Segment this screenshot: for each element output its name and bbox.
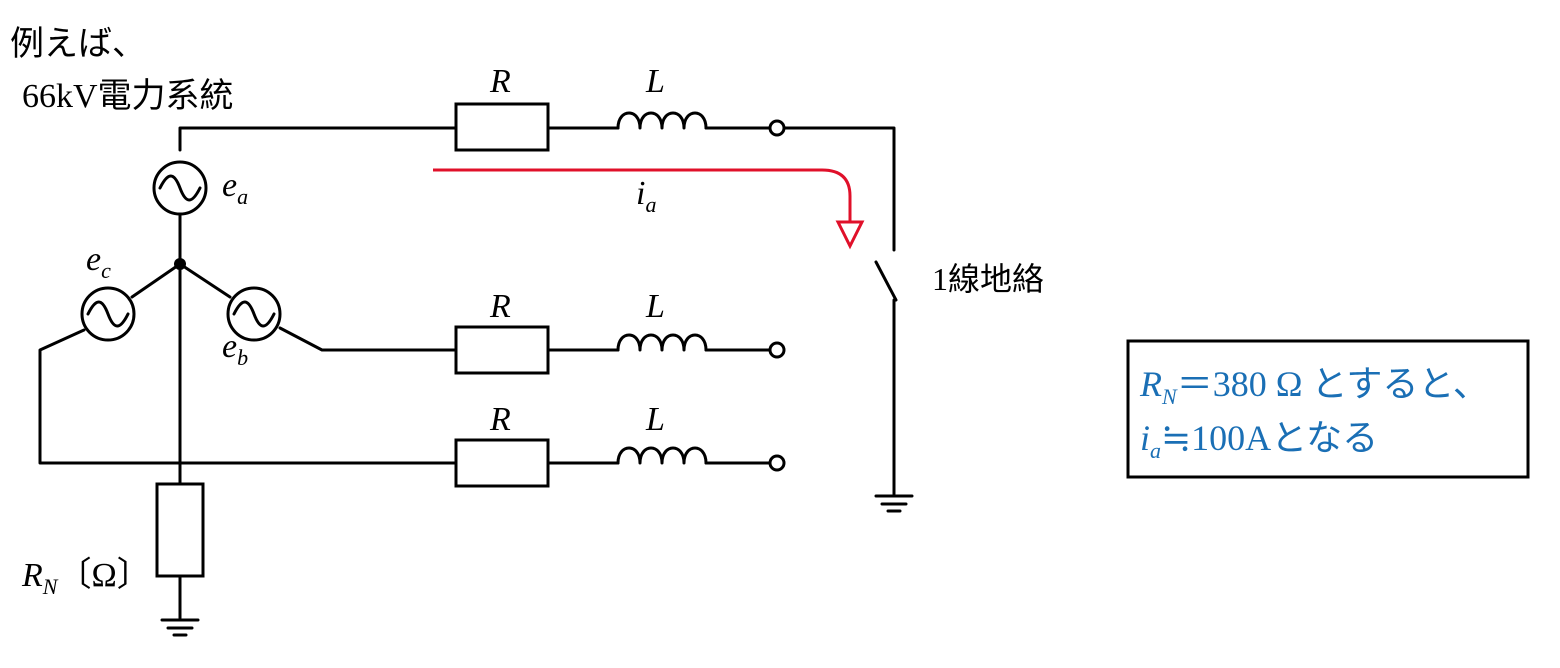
label-ea: ea xyxy=(222,167,248,209)
wire-phase-b xyxy=(178,262,772,352)
resistor-c xyxy=(454,438,550,488)
label-ia: ia xyxy=(636,175,656,217)
header-line-1: 例えば、 xyxy=(10,26,146,63)
note-line-1: RN＝380 Ω とすると、 xyxy=(1139,364,1489,409)
label-ec: ec xyxy=(86,241,111,283)
note-line-2: ia≒100Aとなる xyxy=(1140,418,1378,463)
resistor-a xyxy=(454,102,550,152)
label-L-a: L xyxy=(645,63,665,100)
label-fault: 1線地絡 xyxy=(932,261,1044,297)
note-box xyxy=(1126,339,1530,479)
label-L-c: L xyxy=(645,401,665,438)
inductor-c xyxy=(616,446,708,465)
fault-wire xyxy=(782,126,898,496)
wire-phase-c xyxy=(38,262,772,465)
ground-neutral-icon xyxy=(160,618,200,637)
source-ec xyxy=(80,286,136,342)
label-R-b: R xyxy=(489,288,511,325)
terminal-c xyxy=(768,454,786,472)
neutral-node xyxy=(174,258,186,270)
resistor-b xyxy=(454,325,550,375)
ground-fault-icon xyxy=(874,494,914,513)
label-L-b: L xyxy=(645,288,665,325)
header-line-2: 66kV電力系統 xyxy=(22,77,234,115)
label-eb: eb xyxy=(222,328,248,370)
wire-phase-a xyxy=(178,126,772,266)
source-eb xyxy=(226,286,282,342)
inductor-a xyxy=(616,111,708,130)
resistor-neutral xyxy=(155,482,205,578)
label-rn: RN〔Ω〕 xyxy=(21,556,151,599)
inductor-b xyxy=(616,333,708,352)
terminal-b xyxy=(768,341,786,359)
label-R-c: R xyxy=(489,401,511,438)
fault-current-arrow xyxy=(433,168,865,250)
label-R-a: R xyxy=(489,63,511,100)
source-ea xyxy=(152,160,208,216)
terminal-a xyxy=(768,119,786,137)
